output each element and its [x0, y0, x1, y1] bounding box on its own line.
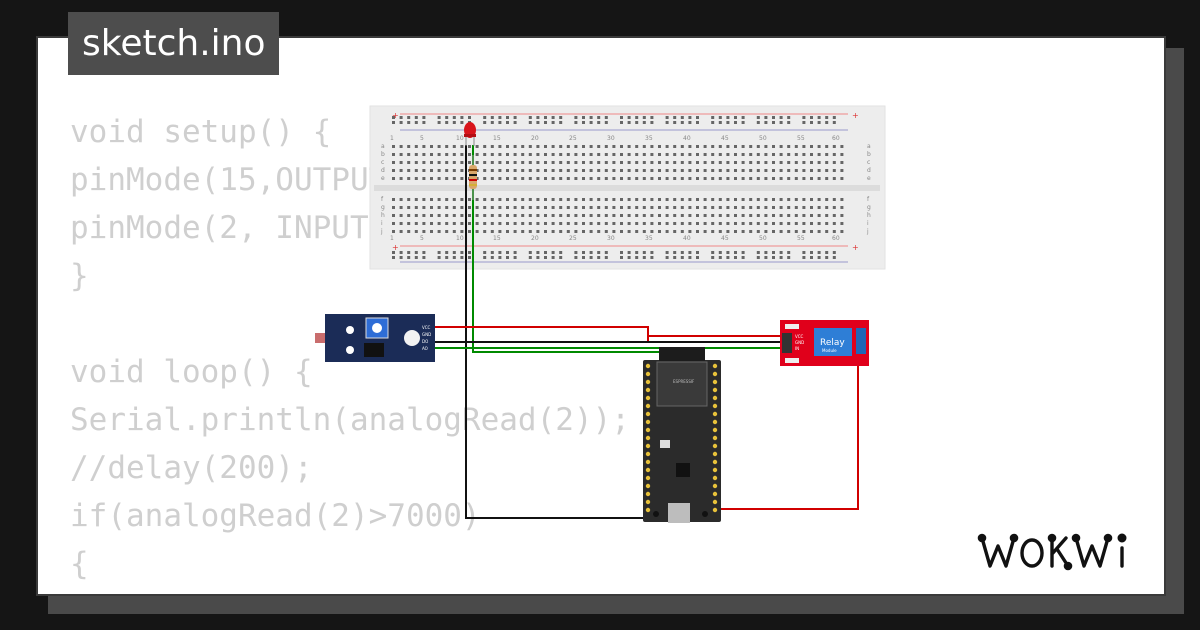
relay-sublabel: Module: [822, 348, 837, 353]
column-number: 45: [721, 135, 729, 142]
column-number: 15: [493, 135, 501, 142]
column-number: 20: [531, 135, 539, 142]
wire-red-relay-out: [715, 364, 859, 510]
row-letter: j: [380, 228, 383, 235]
svg-text:+: +: [392, 111, 399, 120]
column-number: 55: [797, 235, 805, 242]
row-letter: g: [381, 204, 385, 211]
wire-green-resistor: [472, 145, 660, 353]
relay-pin-label: IN: [795, 346, 799, 351]
breadboard[interactable]: + + + + 1 5 10 15 20 25 30 35 40 45 50 5…: [369, 105, 886, 270]
row-letter: a: [381, 143, 385, 150]
row-letter: f: [867, 196, 870, 203]
code-line: //delay(200);: [70, 450, 313, 486]
column-number: 10: [456, 235, 464, 242]
row-letter: i: [381, 220, 383, 227]
column-number: 5: [420, 235, 424, 242]
light-sensor-module[interactable]: VCC GND DO AO: [315, 314, 435, 362]
row-letter: b: [381, 151, 385, 158]
row-letter: h: [381, 212, 385, 219]
row-letter: a: [867, 143, 871, 150]
code-line: Serial.println(analogRead(2));: [70, 402, 630, 438]
column-number: 25: [569, 135, 577, 142]
code-line: void loop() {: [70, 354, 313, 390]
row-letter: j: [866, 228, 869, 235]
column-number: 25: [569, 235, 577, 242]
svg-text:+: +: [852, 111, 859, 120]
row-letter: c: [867, 159, 870, 166]
relay-label: Relay: [820, 338, 845, 348]
esp32-brand: ESPRESSIF: [673, 379, 695, 384]
breadboard-column-numbers-top: 1 5 10 15 20 25 30 35 40 45 50 55 60: [390, 135, 840, 142]
breadboard-row-letters: a b c d e f g h i j a b c d e f g h i j: [380, 143, 871, 235]
row-letter: b: [867, 151, 871, 158]
breadboard-column-numbers-bottom: 1 5 10 15 20 25 30 35 40 45 50 55 60: [390, 235, 840, 242]
relay-pin-label: GND: [795, 340, 804, 345]
row-letter: f: [381, 196, 384, 203]
column-number: 1: [390, 235, 394, 242]
code-preview: void setup() {pinMode(15,OUTPUT);pinMode…: [70, 108, 630, 588]
column-number: 20: [531, 235, 539, 242]
esp32-header-pins: [645, 363, 718, 513]
column-number: 40: [683, 235, 691, 242]
row-letter: e: [381, 175, 385, 182]
relay-module[interactable]: Relay Module VCC GND IN: [780, 320, 869, 366]
column-number: 30: [607, 235, 615, 242]
row-letter: d: [381, 167, 385, 174]
sensor-pin-label: GND: [422, 332, 431, 337]
column-number: 15: [493, 235, 501, 242]
column-number: 55: [797, 135, 805, 142]
row-letter: i: [867, 220, 869, 227]
file-tab[interactable]: sketch.ino: [68, 12, 280, 75]
code-line: {: [70, 546, 89, 582]
column-number: 60: [832, 135, 840, 142]
wokwi-logo: [977, 533, 1127, 571]
sensor-pin-label: VCC: [422, 325, 431, 330]
sensor-pin-label: DO: [422, 339, 428, 344]
row-letter: c: [381, 159, 384, 166]
svg-text:+: +: [852, 243, 859, 252]
column-number: 60: [832, 235, 840, 242]
esp32-board[interactable]: ESPRESSIF: [643, 347, 721, 523]
column-number: 35: [645, 135, 653, 142]
column-number: 50: [759, 135, 767, 142]
resistor[interactable]: [469, 155, 477, 200]
wire-black-led: [465, 145, 645, 519]
column-number: 45: [721, 235, 729, 242]
file-tab-label: sketch.ino: [82, 23, 266, 64]
red-led[interactable]: [464, 122, 476, 146]
sensor-pin-label: AO: [422, 346, 428, 351]
row-letter: g: [867, 204, 871, 211]
svg-text:+: +: [392, 243, 399, 252]
column-number: 40: [683, 135, 691, 142]
column-number: 35: [645, 235, 653, 242]
column-number: 10: [456, 135, 464, 142]
code-line: if(analogRead(2)>7000): [70, 498, 481, 534]
column-number: 1: [390, 135, 394, 142]
row-letter: e: [867, 175, 871, 182]
row-letter: d: [867, 167, 871, 174]
code-line: }: [70, 258, 89, 294]
column-number: 50: [759, 235, 767, 242]
code-line: pinMode(15,OUTPUT);: [70, 162, 425, 198]
column-number: 30: [607, 135, 615, 142]
breadboard-holes: [392, 116, 844, 259]
column-number: 5: [420, 135, 424, 142]
relay-pin-label: VCC: [795, 334, 804, 339]
row-letter: h: [867, 212, 871, 219]
code-line: void setup() {: [70, 114, 332, 150]
